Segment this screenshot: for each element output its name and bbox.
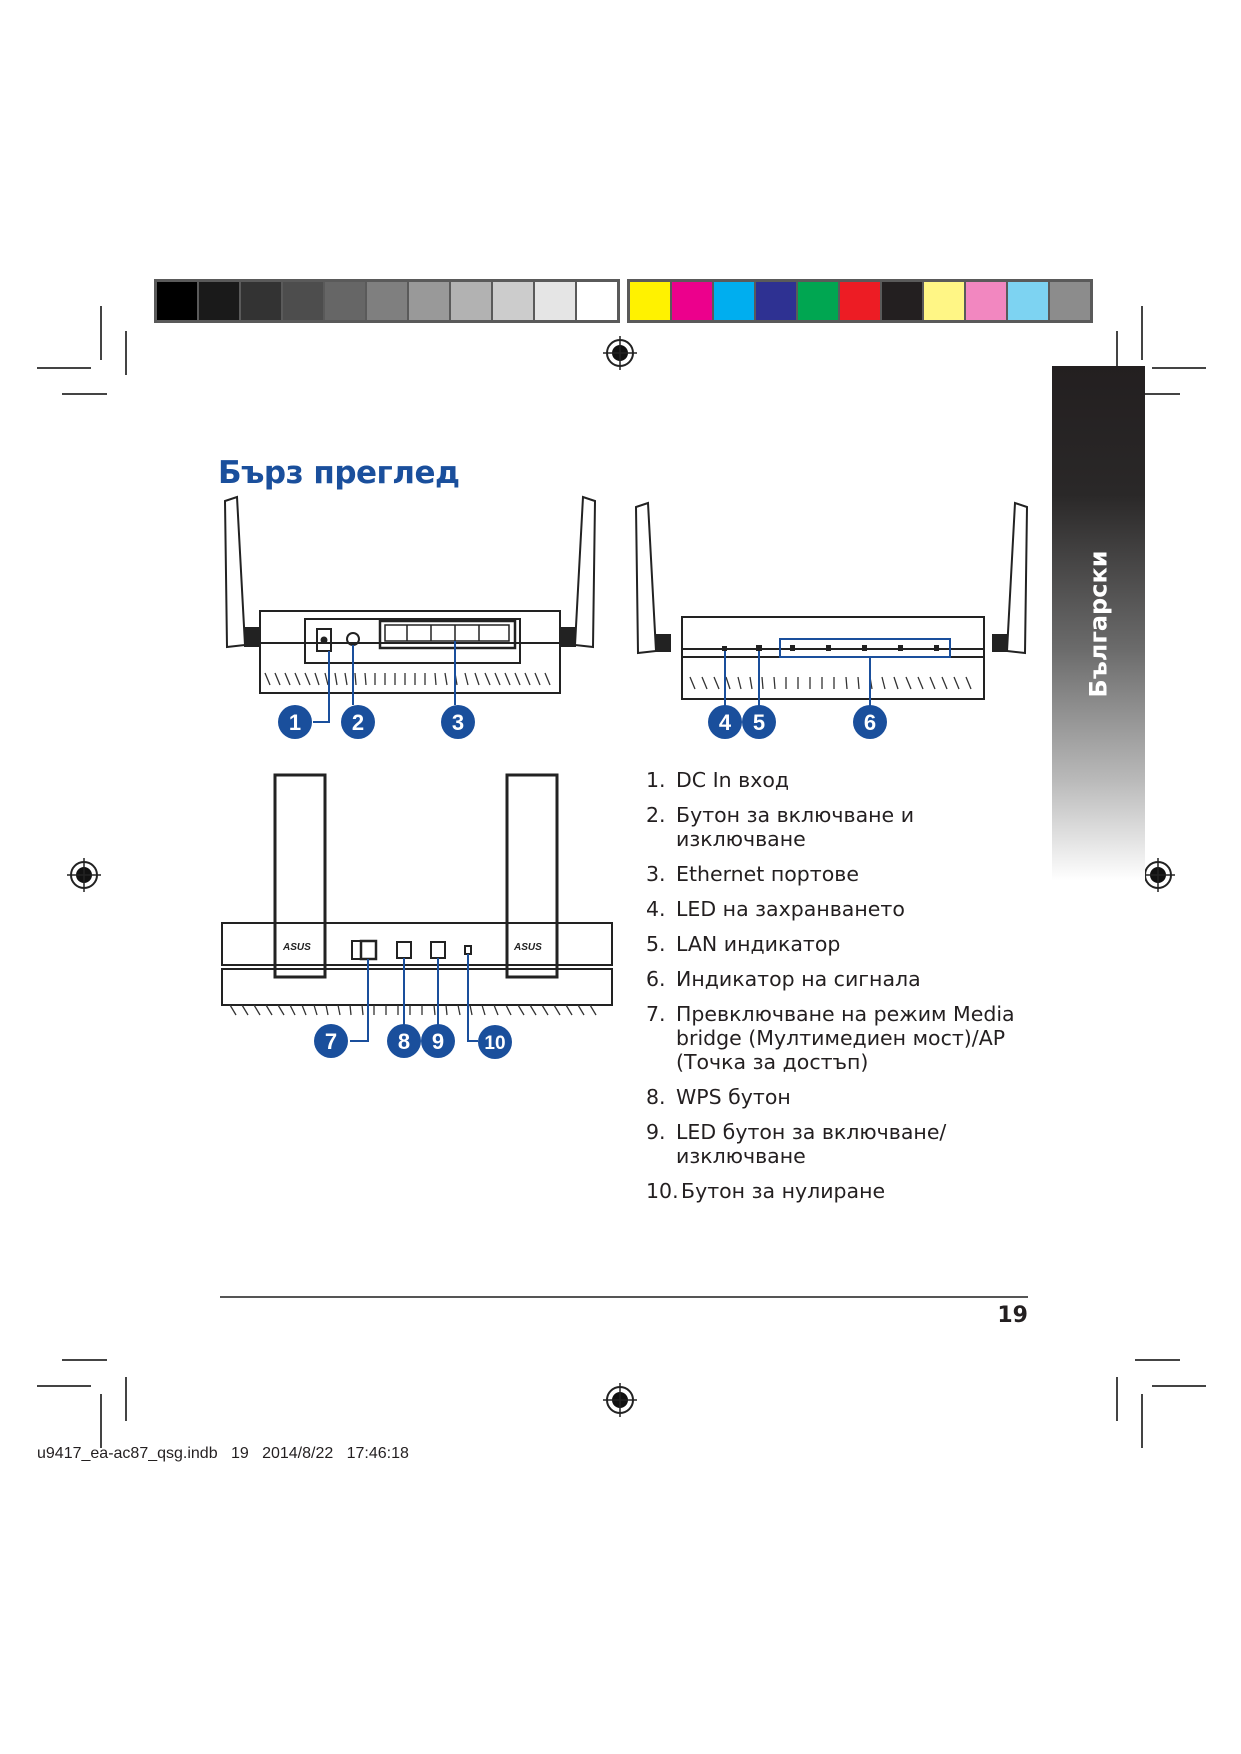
crop-mark [125,1377,127,1421]
color-swatch [409,282,449,320]
color-swatch [1050,282,1090,320]
color-swatch [1008,282,1048,320]
crop-mark [1116,331,1118,375]
list-item: 1.DC In вход [646,768,790,792]
crop-mark [37,1385,91,1387]
list-item: 8.WPS бутон [646,1085,791,1109]
footer-rule [220,1296,1028,1298]
color-swatch [714,282,754,320]
callout-label: 7 [325,1029,337,1054]
color-swatch [630,282,670,320]
list-item: 3.Ethernet портове [646,862,859,886]
color-swatch [882,282,922,320]
color-swatch [241,282,281,320]
color-swatch [283,282,323,320]
color-swatch [199,282,239,320]
language-label: Български [1084,549,1113,698]
color-swatch [157,282,197,320]
callout-label: 10 [484,1033,505,1054]
crop-mark [100,306,102,360]
registration-target-icon [67,858,101,892]
crop-mark [1141,1394,1143,1448]
router-front-view-diagram: 4 5 6 [634,501,1029,739]
process-color-bar [627,279,1093,323]
callout-2 [341,705,375,739]
callout-8 [387,1024,421,1058]
callout-9 [421,1024,455,1058]
svg-text:ASUS: ASUS [282,942,311,953]
crop-mark [125,331,127,375]
callout-5 [742,705,776,739]
color-swatch [798,282,838,320]
crop-mark [100,1394,102,1448]
list-item: 7.Превключване на режим Media bridge (Му… [646,1002,1015,1074]
crop-mark [37,367,91,369]
crop-mark [62,1359,107,1361]
callout-label: 5 [753,710,765,735]
color-swatch [451,282,491,320]
list-item: 9.LED бутон за включване/ изключване [646,1120,947,1168]
color-swatch [924,282,964,320]
crop-mark [1135,393,1180,395]
callout-label: 1 [289,710,301,735]
crop-mark [1135,1359,1180,1361]
callout-label: 2 [352,710,364,735]
crop-mark [62,393,107,395]
router-top-view-diagram: ASUS ASUS 7 8 9 10 [221,773,613,1059]
router-rear-view-diagram: 1 2 3 [223,495,597,739]
feature-list: 1.DC In вход 2.Бутон за включване и изкл… [646,768,1046,1214]
color-swatch [493,282,533,320]
list-item: 6.Индикатор на сигнала [646,967,921,991]
callout-label: 8 [398,1029,410,1054]
print-slug: u9417_ea-ac87_qsg.indb 19 2014/8/22 17:4… [37,1445,409,1462]
list-item: 5.LAN индикатор [646,932,841,956]
language-side-tab: Български [1052,366,1145,881]
callout-label: 9 [432,1029,444,1054]
color-swatch [966,282,1006,320]
svg-text:ASUS: ASUS [513,942,542,953]
list-item: 10.Бутон за нулиране [646,1179,886,1203]
grayscale-color-bar [154,279,620,323]
crop-mark [1152,367,1206,369]
color-swatch [840,282,880,320]
registration-target-icon [603,336,637,370]
color-swatch [577,282,617,320]
callout-10 [478,1025,512,1059]
registration-target-icon [1141,858,1175,892]
color-swatch [325,282,365,320]
page-number: 19 [997,1303,1028,1328]
page-title: Бърз преглед [218,455,460,491]
registration-target-icon [603,1383,637,1417]
callout-6 [853,705,887,739]
list-item: 2.Бутон за включване и изключване [646,803,915,851]
crop-mark [1116,1377,1118,1421]
callout-label: 6 [864,710,876,735]
callout-3 [441,705,475,739]
callout-7 [314,1024,348,1058]
callout-label: 4 [719,710,732,735]
color-swatch [367,282,407,320]
list-item: 4.LED на захранването [646,897,905,921]
color-swatch [756,282,796,320]
crop-mark [1152,1385,1206,1387]
callout-4 [708,705,742,739]
color-swatch [535,282,575,320]
callout-1 [278,705,312,739]
color-swatch [672,282,712,320]
crop-mark [1141,306,1143,360]
callout-label: 3 [452,710,464,735]
